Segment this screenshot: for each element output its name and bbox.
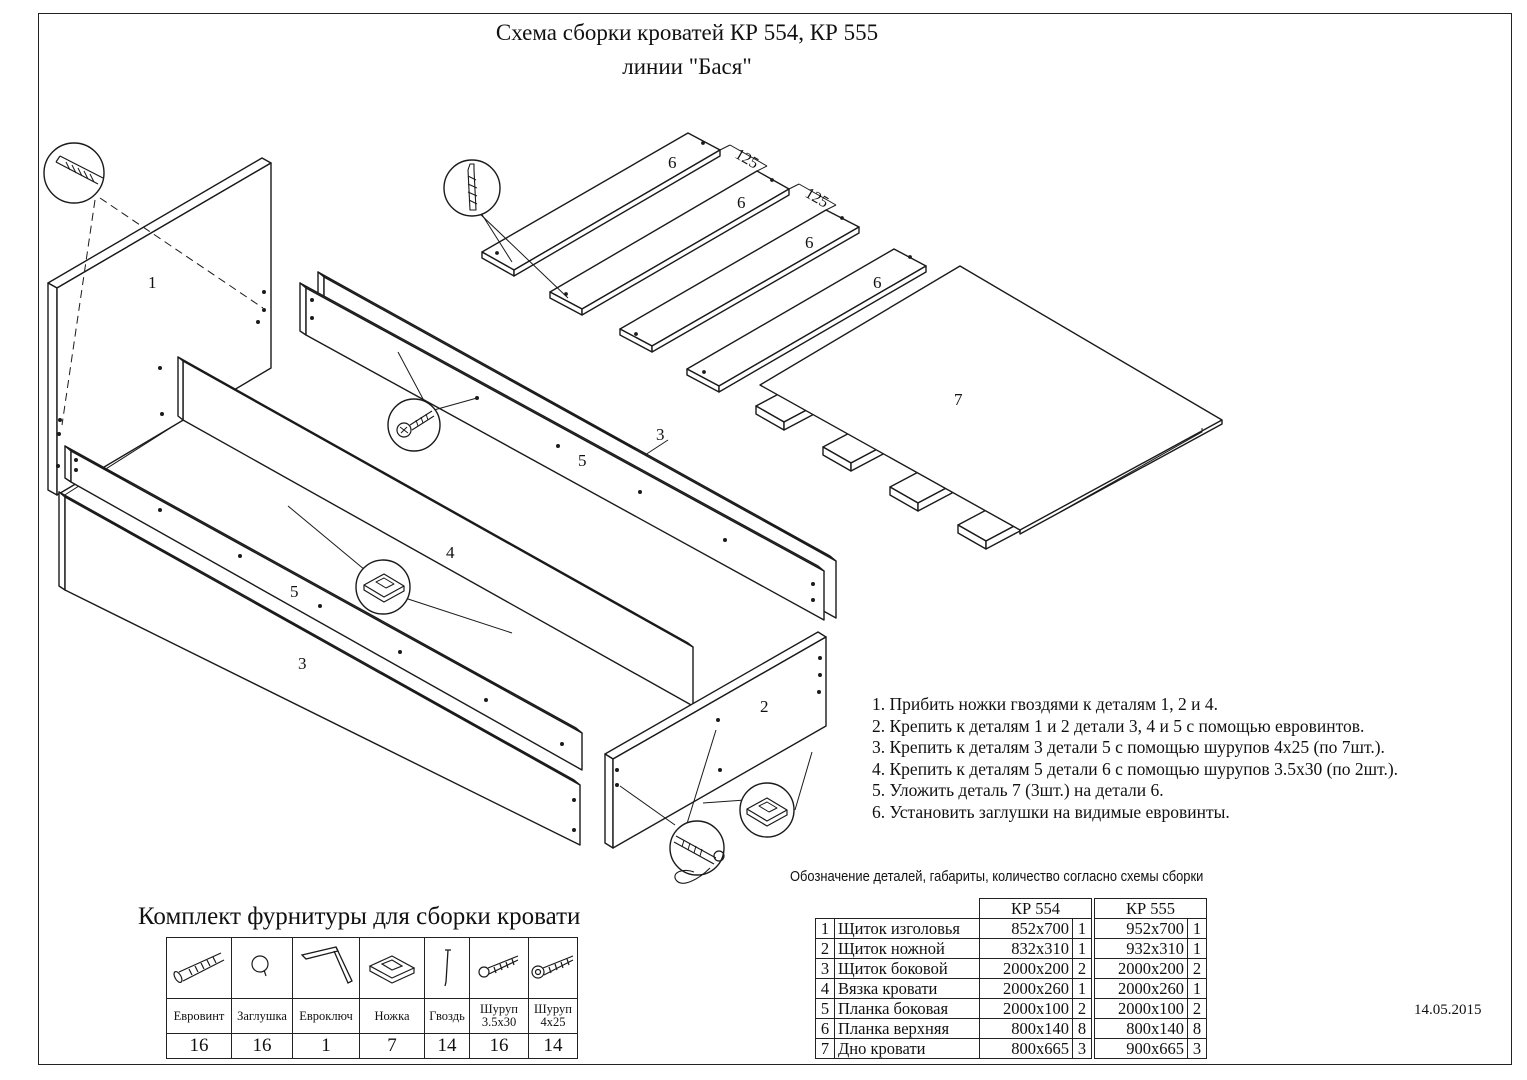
kit-item-count: 1 — [292, 1033, 360, 1059]
front-side-rail — [64, 445, 583, 771]
kit-item-count: 14 — [528, 1033, 578, 1059]
detail-circle-foot-center — [355, 559, 411, 615]
wood-screw-large-icon — [528, 937, 578, 999]
callout-part-3-front: 3 — [298, 654, 307, 673]
kit-item-count: 7 — [359, 1033, 425, 1059]
instruction-step-5: 5. Уложить деталь 7 (3шт.) на детали 6. — [872, 780, 1164, 801]
detail-circle-eurovint-footboard — [669, 820, 725, 884]
callout-part-7: 7 — [954, 390, 963, 409]
callout-part-6-d: 6 — [873, 273, 882, 292]
footboard-panel — [604, 631, 827, 849]
callout-part-6-a: 6 — [668, 153, 677, 172]
callout-part-2: 2 — [760, 697, 769, 716]
slat-spacing-label-a: 125 — [732, 146, 761, 173]
assembly-instructions: 1. Прибить ножки гвоздями к деталям 1, 2… — [872, 694, 1398, 824]
model-a-header: КР 554 — [979, 898, 1092, 919]
sheet-frame — [38, 13, 1512, 1065]
leader-lines — [61, 197, 264, 426]
kit-item-name: Евроключ — [292, 998, 360, 1034]
callout-part-1: 1 — [148, 273, 157, 292]
top-slats — [481, 132, 927, 393]
back-side-rail — [299, 271, 837, 621]
kit-item-name: Евровинт — [166, 998, 232, 1034]
kit-item-name: Заглушка — [231, 998, 293, 1034]
hardware-kit-title: Комплект фурнитуры для сборки кровати — [138, 903, 581, 930]
kit-item-count: 14 — [424, 1033, 470, 1059]
detail-circle-eurovint-headboard — [43, 142, 105, 204]
model-b-header: КР 555 — [1094, 898, 1207, 919]
cap-plug-icon — [231, 937, 293, 999]
kit-item-count: 16 — [469, 1033, 529, 1059]
nail-icon — [424, 937, 470, 999]
detail-circle-slat-screw — [443, 159, 501, 217]
detail-circle-rail-screw — [387, 398, 441, 452]
wood-screw-icon — [469, 937, 529, 999]
callout-part-6-c: 6 — [805, 233, 814, 252]
callout-part-3-back: 3 — [656, 425, 665, 444]
callout-part-5-front: 5 — [290, 582, 299, 601]
front-side-board — [58, 491, 581, 846]
instruction-step-6: 6. Установить заглушки на видимые еврови… — [872, 801, 1230, 822]
instruction-step-3: 3. Крепить к деталям 3 детали 5 с помощь… — [872, 737, 1385, 758]
diagram-subtitle: линии "Бася" — [622, 54, 752, 79]
eurovint-screw-icon — [166, 937, 232, 999]
instruction-step-1: 1. Прибить ножки гвоздями к деталям 1, 2… — [872, 694, 1219, 714]
kit-item-count: 16 — [231, 1033, 293, 1059]
parts-table-caption: Обозначение деталей, габариты, количеств… — [790, 868, 1204, 885]
furniture-foot-icon — [359, 937, 425, 999]
document-date: 14.05.2015 — [1414, 1002, 1482, 1018]
headboard-panel — [47, 157, 272, 496]
hex-key-icon — [292, 937, 360, 999]
hardware-kit-table: Евровинт Заглушка Евроключ Ножка Гвоздь … — [166, 937, 578, 1059]
kit-item-name: Гвоздь — [424, 998, 470, 1034]
instruction-step-4: 4. Крепить к деталям 5 детали 6 с помощь… — [872, 758, 1399, 779]
callout-part-5-back: 5 — [578, 451, 587, 470]
callout-part-4: 4 — [446, 543, 455, 562]
detail-circle-foot-footboard — [739, 782, 795, 838]
callout-part-6-b: 6 — [737, 193, 746, 212]
kit-item-count: 16 — [166, 1033, 232, 1059]
instruction-step-2: 2. Крепить к деталям 1 и 2 детали 3, 4 и… — [872, 715, 1365, 736]
bed-bottom-sheet — [755, 265, 1223, 550]
kit-item-name: Ножка — [359, 998, 425, 1034]
parts-table-header: КР 554 КР 555 — [816, 898, 1207, 919]
diagram-title: Схема сборки кроватей КР 554, КР 555 — [495, 20, 879, 45]
center-tie-panel — [59, 356, 694, 740]
